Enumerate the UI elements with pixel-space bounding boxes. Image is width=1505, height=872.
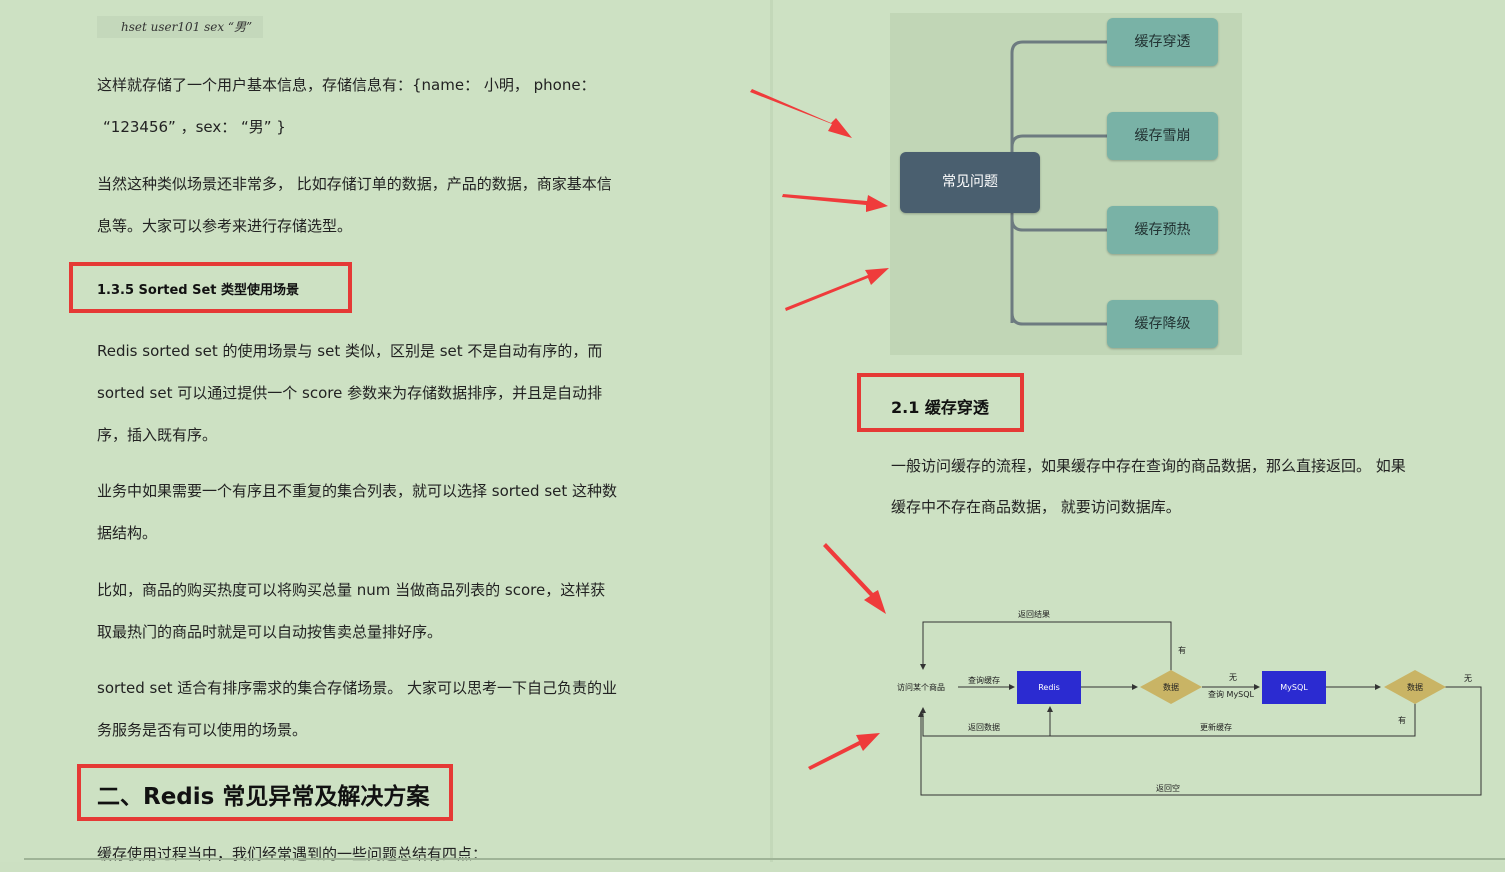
paragraph-scenarios: 当然这种类似场景还非常多， 比如存储订单的数据，产品的数据，商家基本信 息等。大… — [97, 175, 612, 235]
flow-query-mysql-label: 查询 MySQL — [1208, 689, 1255, 699]
heading-cache-penetration: 2.1 缓存穿透 — [891, 398, 989, 417]
code-snippet: hset user101 sex “男” — [97, 16, 263, 38]
flow-data-diamond-2 — [1384, 670, 1446, 704]
flow-data-diamond-1 — [1140, 670, 1202, 704]
flow-return-data-label: 返回数据 — [968, 722, 1000, 732]
flow-data-label-1: 数据 — [1163, 682, 1179, 692]
flow-return-empty-label: 返回空 — [1156, 783, 1180, 793]
flowchart-cache-penetration: 访问某个商品 Redis MySQL 数据 数据 查询缓存 返回结果 有 无 查… — [878, 598, 1492, 802]
paragraph-sorted-set-scenes: sorted set 适合有排序需求的集合存储场景。 大家可以思考一下自己负责的… — [97, 679, 618, 739]
flow-update-cache-label: 更新缓存 — [1200, 722, 1232, 732]
left-page — [0, 0, 770, 862]
mindmap-leaf-cache-penetration: 缓存穿透 — [1107, 18, 1218, 66]
mindmap-leaf-cache-warmup: 缓存预热 — [1107, 206, 1218, 254]
mindmap-connectors — [1010, 40, 1107, 326]
mindmap-common-problems: 常见问题 缓存穿透 缓存雪崩 缓存预热 缓存降级 — [890, 13, 1242, 355]
heading-redis-exceptions: 二、Redis 常见异常及解决方案 — [97, 784, 430, 810]
flow-query-cache-label: 查询缓存 — [968, 675, 1000, 685]
flow-redis-label: Redis — [1038, 683, 1060, 692]
flow-has-label-1: 有 — [1178, 645, 1186, 655]
highlight-box-heading-135 — [69, 262, 352, 313]
paragraph-cache-flow: 一般访问缓存的流程，如果缓存中存在查询的商品数据，那么直接返回。 如果 缓存中不… — [891, 457, 1406, 516]
mindmap-center-node: 常见问题 — [900, 152, 1040, 213]
flow-mysql-box — [1262, 671, 1326, 704]
highlight-box-heading-21 — [857, 373, 1024, 432]
flow-start-label: 访问某个商品 — [897, 682, 945, 692]
page-bottom-rule — [24, 858, 1505, 860]
page-divider — [770, 0, 773, 862]
mindmap-leaf-cache-avalanche: 缓存雪崩 — [1107, 112, 1218, 160]
flow-none-label-2: 无 — [1464, 674, 1472, 683]
flowchart-svg: 访问某个商品 Redis MySQL 数据 数据 查询缓存 返回结果 有 无 查… — [897, 609, 1482, 796]
mindmap-leaf-cache-degrade: 缓存降级 — [1107, 300, 1218, 348]
paragraph-sorted-set-usage: Redis sorted set 的使用场景与 set 类似，区别是 set 不… — [97, 342, 603, 444]
flow-none-label-1: 无 — [1229, 673, 1237, 682]
flow-mysql-label: MySQL — [1280, 683, 1308, 692]
flow-has-label-2: 有 — [1398, 715, 1406, 725]
flow-return-result-label: 返回结果 — [1018, 609, 1050, 619]
paragraph-ordered-set: 业务中如果需要一个有序且不重复的集合列表，就可以选择 sorted set 这种… — [97, 482, 618, 542]
highlight-box-heading-2 — [77, 764, 453, 821]
paragraph-user-info: 这样就存储了一个用户基本信息，存储信息有：{name： 小明， phone： “… — [97, 76, 596, 136]
paragraph-cache-issues: 缓存使用过程当中，我们经常遇到的一些问题总结有四点： — [97, 845, 488, 863]
flow-redis-box — [1017, 671, 1081, 704]
heading-sorted-set: 1.3.5 Sorted Set 类型使用场景 — [97, 283, 300, 298]
flow-data-label-2: 数据 — [1407, 682, 1423, 692]
paragraph-hot-products: 比如，商品的购买热度可以将购买总量 num 当做商品列表的 score，这样获 … — [97, 581, 606, 641]
